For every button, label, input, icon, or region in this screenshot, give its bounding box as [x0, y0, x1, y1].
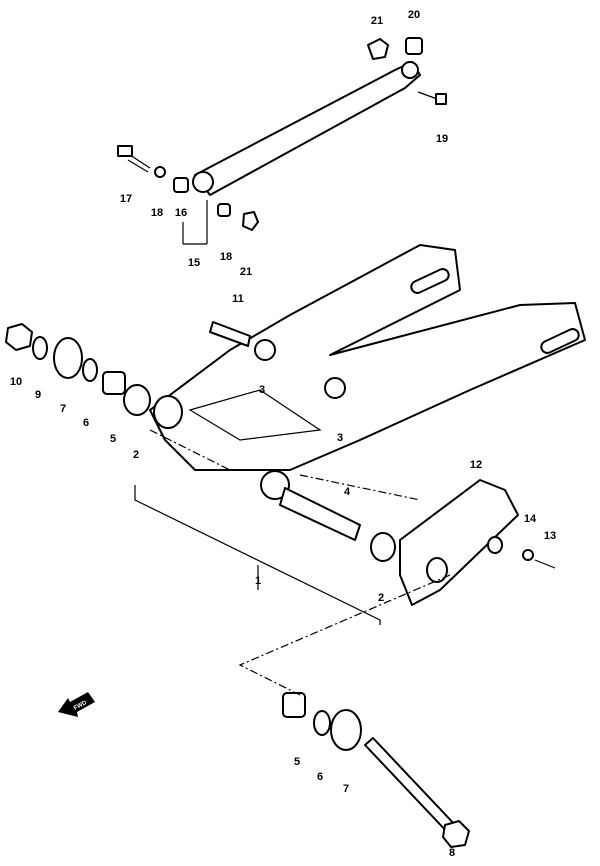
callout: 9	[35, 389, 41, 401]
spacer-4	[279, 487, 361, 541]
bearing-2	[370, 532, 396, 562]
callout: 15	[188, 257, 200, 269]
callout: 21	[240, 266, 252, 278]
swingarm	[149, 244, 586, 500]
callout-labels: 21 20 19 17 18 16 15 18 21 11 10 9 7 6 5…	[10, 9, 556, 859]
callout: 19	[436, 133, 448, 145]
callout: 2	[133, 449, 139, 461]
callout: 21	[371, 15, 383, 27]
fwd-direction-arrow: FWD	[58, 692, 95, 717]
callout: 20	[408, 9, 420, 21]
callout: 1	[255, 575, 261, 587]
callout: 11	[232, 293, 244, 305]
callout: 3	[259, 384, 265, 396]
pivot-parts-left	[5, 321, 251, 416]
callout: 8	[449, 847, 455, 859]
callout: 2	[378, 592, 384, 604]
callout: 18	[220, 251, 232, 263]
callout: 4	[344, 486, 351, 498]
callout: 13	[544, 530, 556, 542]
callout: 18	[151, 207, 163, 219]
callout: 3	[337, 432, 343, 444]
callout: 5	[294, 756, 300, 768]
bolts-upper	[117, 145, 259, 231]
callout: 7	[60, 403, 66, 415]
callout: 17	[120, 193, 132, 205]
callout: 6	[317, 771, 323, 783]
callout: 12	[470, 459, 482, 471]
leader-lines	[134, 200, 451, 696]
callout: 5	[110, 433, 116, 445]
pivot-parts-lower	[282, 692, 470, 848]
torque-link	[192, 37, 447, 196]
callout: 10	[10, 376, 22, 388]
callout: 14	[524, 513, 537, 525]
chain-adjuster	[399, 479, 556, 606]
callout: 16	[175, 207, 187, 219]
callout: 7	[343, 783, 349, 795]
callout: 6	[83, 417, 89, 429]
